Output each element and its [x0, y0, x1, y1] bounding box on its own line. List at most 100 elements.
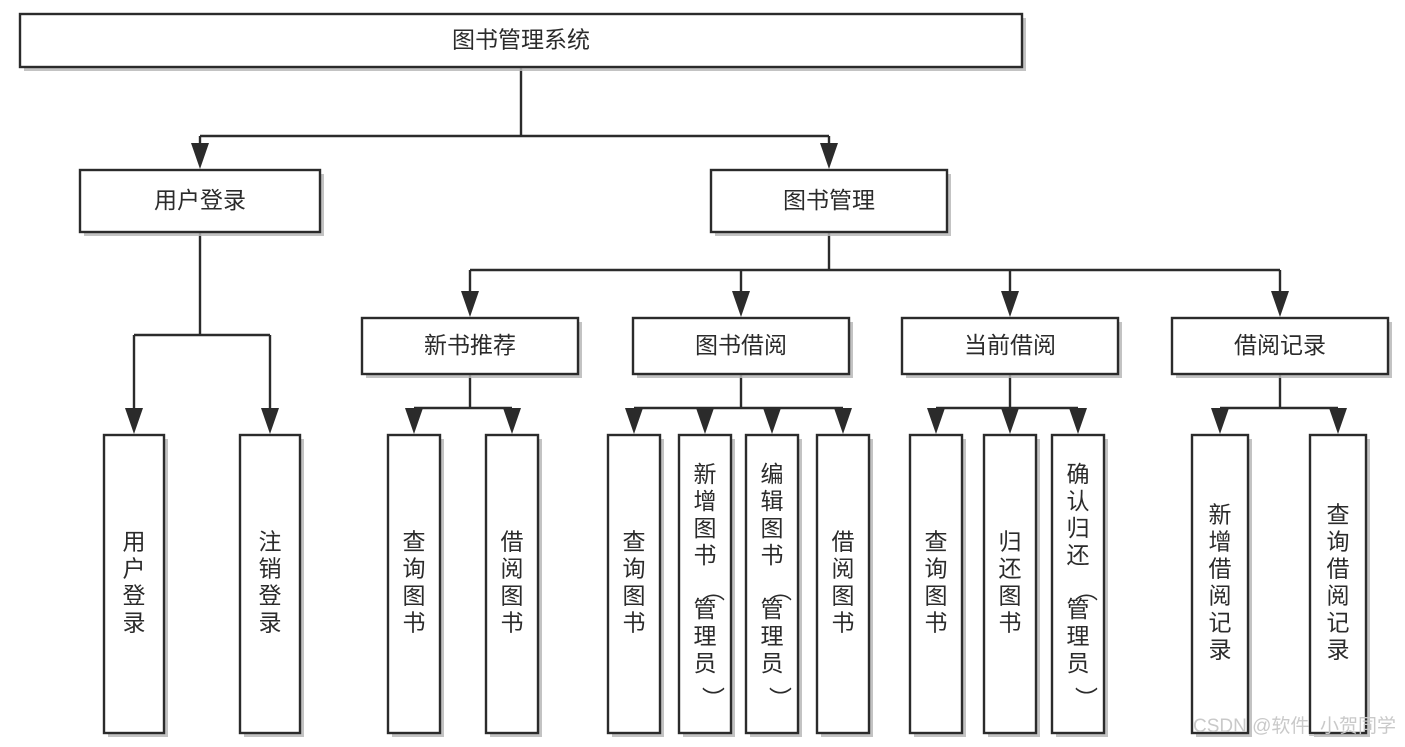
svg-text:询: 询 [925, 556, 948, 582]
svg-text:理: 理 [694, 623, 717, 649]
node-box[interactable] [815, 433, 871, 735]
node-current-borrow[interactable]: 当前借阅 [900, 316, 1122, 378]
svg-text:录: 录 [1209, 637, 1232, 663]
node-box[interactable] [677, 433, 733, 735]
arrow-head-icon [1329, 408, 1347, 434]
node-box[interactable] [1170, 316, 1390, 376]
node-book-borrow[interactable]: 图书借阅 [631, 316, 853, 378]
node-label: 用户登录 [154, 187, 246, 213]
node-box[interactable] [900, 316, 1120, 376]
node-box[interactable] [744, 433, 800, 735]
arrow-head-icon [834, 408, 852, 434]
svg-text:归: 归 [1067, 515, 1090, 541]
svg-text:书: 书 [501, 610, 524, 636]
edge-group-root [191, 67, 838, 169]
arrow-head-icon [261, 408, 279, 434]
node-new-book-recommend[interactable]: 新书推荐 [360, 316, 582, 378]
node-box[interactable] [1190, 433, 1250, 735]
svg-text:书: 书 [832, 610, 855, 636]
node-box[interactable] [908, 433, 964, 735]
arrow-head-icon [1211, 408, 1229, 434]
node-box[interactable] [982, 433, 1038, 735]
svg-text:阅: 阅 [832, 556, 855, 582]
node-box[interactable] [386, 433, 442, 735]
svg-text:管: 管 [761, 596, 784, 622]
arrow-head-icon [732, 291, 750, 317]
svg-text:书: 书 [761, 542, 784, 568]
svg-text:（: （ [700, 579, 726, 602]
node-book-manage[interactable]: 图书管理 [709, 168, 951, 236]
node-box[interactable] [709, 168, 949, 234]
watermark-label: CSDN @软件_小贺同学 [1193, 715, 1396, 737]
svg-text:注: 注 [259, 529, 282, 555]
arrow-head-icon [1271, 291, 1289, 317]
svg-text:图: 图 [694, 515, 717, 541]
node-leaf-user-login[interactable]: 用户登录 [102, 433, 168, 737]
svg-text:书: 书 [403, 610, 426, 636]
edges-layer [125, 67, 1347, 434]
svg-text:录: 录 [259, 610, 282, 636]
svg-text:图: 图 [999, 583, 1022, 609]
node-user-login[interactable]: 用户登录 [78, 168, 324, 236]
node-box[interactable] [631, 316, 851, 376]
arrow-head-icon [625, 408, 643, 434]
svg-text:（: （ [1073, 579, 1099, 602]
edge-group-borrow-record [1211, 374, 1347, 434]
svg-text:借: 借 [501, 529, 524, 555]
arrow-head-icon [763, 408, 781, 434]
node-box[interactable] [238, 433, 302, 735]
arrow-head-icon [503, 408, 521, 434]
svg-text:理: 理 [1067, 623, 1090, 649]
node-label: 用户登录 [123, 529, 146, 636]
svg-text:户: 户 [123, 556, 146, 582]
node-label: 图书借阅 [695, 332, 787, 358]
nodes-layer: 图书管理系统用户登录图书管理新书推荐图书借阅当前借阅借阅记录用户登录注销登录查询… [18, 12, 1392, 737]
svg-text:）: ） [767, 687, 793, 710]
arrow-head-icon [927, 408, 945, 434]
svg-text:录: 录 [123, 610, 146, 636]
edge-group-book-manage [461, 232, 1289, 317]
svg-text:图: 图 [623, 583, 646, 609]
svg-text:借: 借 [832, 529, 855, 555]
svg-text:新: 新 [1209, 502, 1232, 528]
svg-text:询: 询 [1327, 529, 1350, 555]
node-box[interactable] [78, 168, 322, 234]
arrow-head-icon [1069, 408, 1087, 434]
svg-text:新: 新 [694, 461, 717, 487]
node-box[interactable] [102, 433, 166, 735]
node-box[interactable] [1308, 433, 1368, 735]
edge-group-current-borrow [927, 374, 1087, 434]
node-root[interactable]: 图书管理系统 [18, 12, 1026, 71]
svg-text:登: 登 [259, 583, 282, 609]
svg-text:还: 还 [999, 556, 1022, 582]
svg-text:阅: 阅 [501, 556, 524, 582]
svg-text:员: 员 [761, 650, 784, 676]
node-borrow-record[interactable]: 借阅记录 [1170, 316, 1392, 378]
node-box[interactable] [18, 12, 1024, 69]
svg-text:图: 图 [403, 583, 426, 609]
node-box[interactable] [1050, 433, 1106, 735]
node-box[interactable] [484, 433, 540, 735]
node-box[interactable] [606, 433, 662, 735]
node-box[interactable] [360, 316, 580, 376]
